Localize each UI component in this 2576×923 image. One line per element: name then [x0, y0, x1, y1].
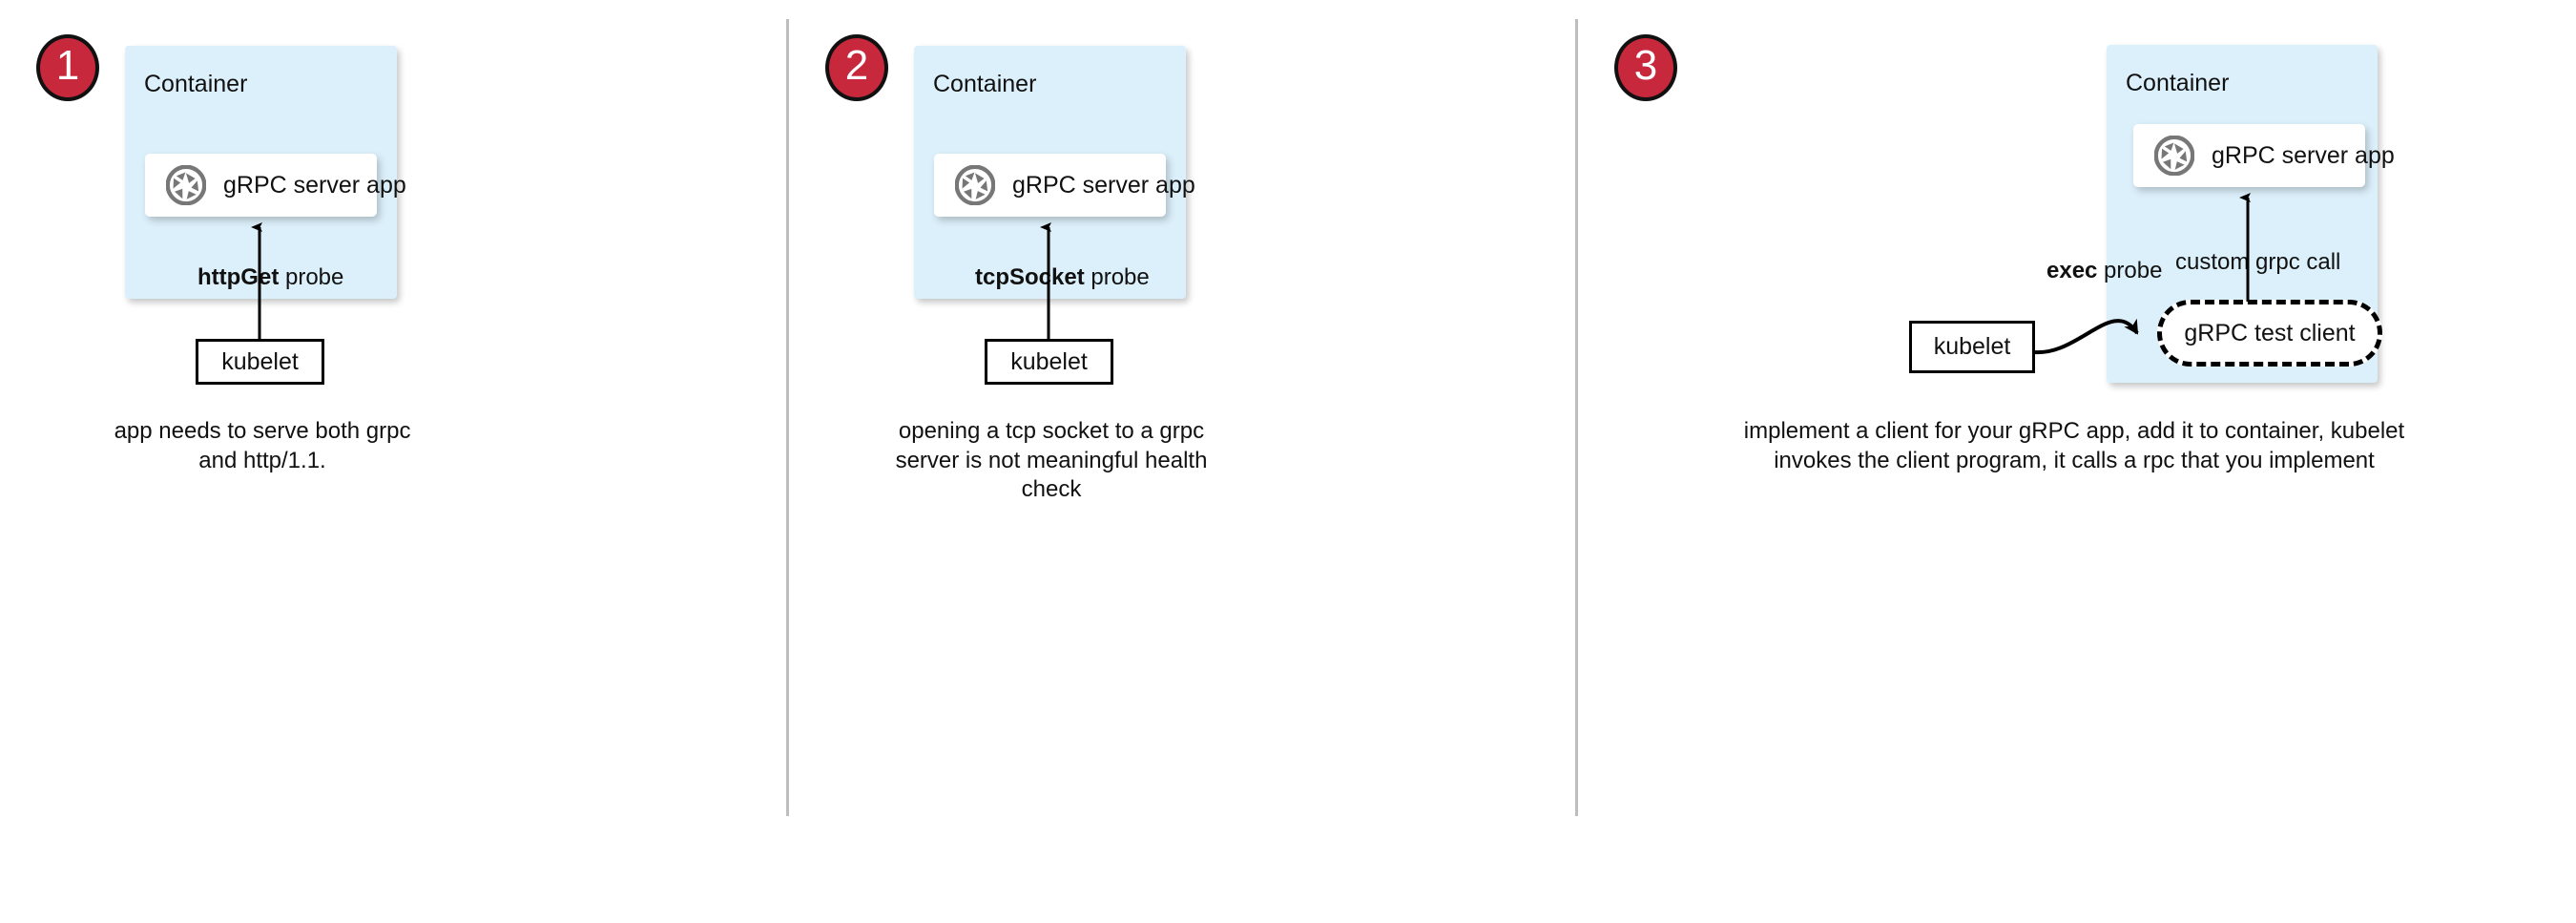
kubelet-label-1: kubelet: [221, 347, 299, 375]
container-label-1: Container: [144, 71, 248, 97]
panel-divider-1: [786, 19, 789, 816]
probe-type-1: httpGet: [197, 264, 280, 290]
probe-word-1: probe: [279, 264, 344, 290]
probe-word-2: probe: [1084, 264, 1150, 290]
panel-httpget-probe: 1 Container gRPC server app httpGet prob…: [0, 0, 786, 923]
grpc-aperture-icon: [166, 165, 206, 205]
grpc-server-app-label-1: gRPC server app: [223, 171, 406, 199]
probe-word-3: probe: [2097, 258, 2163, 283]
step-badge-3-number: 3: [1633, 42, 1658, 89]
grpc-aperture-icon: [2154, 136, 2194, 176]
panel-tcpsocket-probe: 2 Container gRPC server app tcpSocket pr…: [789, 0, 1575, 923]
step-badge-1-number: 1: [55, 42, 80, 89]
custom-grpc-call-label: custom grpc call: [2175, 249, 2341, 275]
probe-edge-label-2: tcpSocket probe: [975, 264, 1150, 291]
panel-caption-2: opening a tcp socket to a grpc server is…: [895, 418, 1208, 503]
kubelet-box-1[interactable]: kubelet: [196, 339, 324, 385]
panel-divider-2: [1575, 19, 1578, 816]
step-badge-2: 2: [825, 34, 888, 101]
grpc-server-app-label-3: gRPC server app: [2212, 141, 2395, 169]
grpc-aperture-icon: [955, 165, 995, 205]
step-badge-1: 1: [36, 34, 99, 101]
grpc-test-client-label: gRPC test client: [2184, 319, 2356, 346]
probe-type-2: tcpSocket: [975, 264, 1085, 290]
grpc-server-app-card-2[interactable]: gRPC server app: [934, 154, 1195, 217]
panel-exec-probe: 3 Container gRPC server app kubelet: [1578, 0, 2576, 923]
step-badge-2-number: 2: [844, 42, 869, 89]
probe-edge-label-1: httpGet probe: [197, 264, 343, 291]
kubelet-label-2: kubelet: [1010, 347, 1088, 375]
kubelet-box-3[interactable]: kubelet: [1909, 321, 2035, 373]
grpc-server-app-label-2: gRPC server app: [1012, 171, 1195, 199]
kubelet-box-2[interactable]: kubelet: [985, 339, 1113, 385]
probe-edge-label-3: exec probe: [2046, 258, 2162, 284]
container-label-2: Container: [933, 71, 1037, 97]
grpc-test-client-box[interactable]: gRPC test client: [2157, 300, 2382, 367]
panel-caption-3: implement a client for your gRPC app, ad…: [1743, 418, 2405, 473]
grpc-server-app-card-1[interactable]: gRPC server app: [145, 154, 406, 217]
grpc-server-app-card-3[interactable]: gRPC server app: [2133, 124, 2395, 187]
probe-type-3: exec: [2046, 258, 2098, 283]
step-badge-3: 3: [1614, 34, 1677, 101]
kubelet-label-3: kubelet: [1933, 333, 2011, 360]
panel-caption-1: app needs to serve both grpc and http/1.…: [114, 418, 411, 473]
container-label-3: Container: [2126, 70, 2230, 96]
